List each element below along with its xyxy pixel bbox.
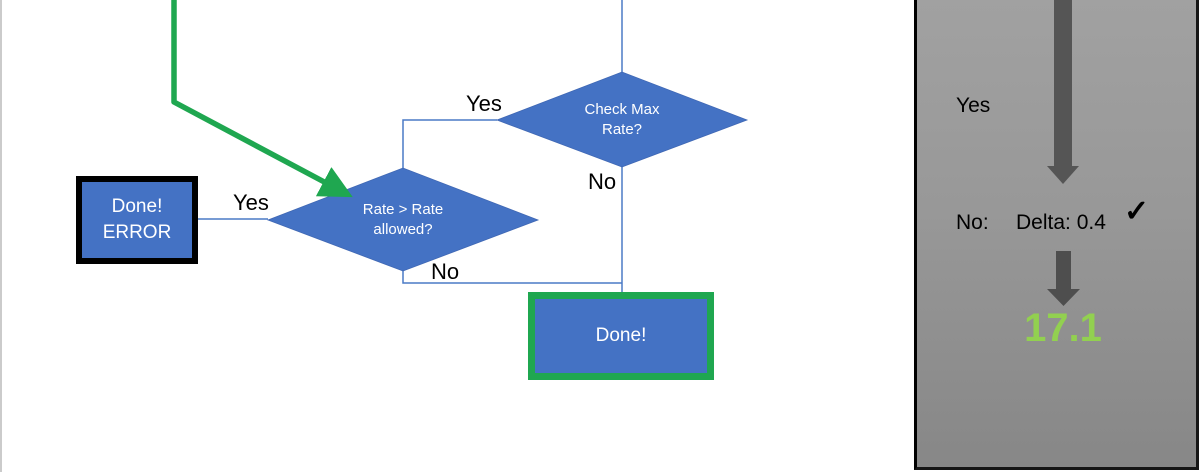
- down-arrow-head-top: [1047, 166, 1079, 184]
- rate-allowed-diamond: [266, 167, 540, 272]
- edge-label-rate-yes: Yes: [233, 190, 269, 215]
- down-arrow-shaft-top: [1054, 0, 1072, 167]
- rate-allowed-line2: allowed?: [373, 221, 433, 238]
- check-mark-icon: ✓: [1124, 195, 1150, 228]
- done-error-box: Done! ERROR: [76, 176, 198, 264]
- done-error-line2: ERROR: [102, 222, 172, 243]
- panel-yes-label: Yes: [956, 94, 991, 117]
- done-error-box-text: Done! ERROR: [103, 194, 172, 245]
- edge-label-rate-no: No: [431, 259, 460, 284]
- panel-result-value: 17.1: [1024, 306, 1102, 350]
- connector-check-max-yes: [402, 119, 497, 168]
- flowchart-graphic: [171, 0, 749, 292]
- done-error-line1: Done!: [111, 196, 163, 218]
- panel-no-label: No:: [956, 211, 989, 234]
- edge-label-check-max-yes: Yes: [466, 91, 502, 116]
- panel-delta-value: Delta: 0.4: [1016, 211, 1106, 234]
- edge-label-check-max-no: No: [588, 169, 617, 194]
- check-max-rate-line2: Rate?: [601, 121, 643, 138]
- check-max-rate-diamond-text: Check Max Rate?: [547, 100, 697, 140]
- rate-allowed-line1: Rate > Rate: [362, 201, 444, 218]
- slide-left-edge-line: [0, 0, 2, 472]
- done-box-text: Done!: [595, 325, 647, 347]
- check-max-rate-diamond: [495, 71, 749, 168]
- down-arrow-shaft-bottom: [1056, 251, 1071, 290]
- done-box: Done!: [528, 292, 714, 380]
- down-arrow-head-bottom: [1047, 289, 1080, 306]
- check-max-rate-line1: Check Max: [584, 101, 660, 118]
- side-annotation-panel: Yes No: Delta: 0.4 ✓ 17.1: [914, 0, 1199, 470]
- connector-rate-no: [402, 271, 622, 284]
- rate-allowed-diamond-text: Rate > Rate allowed?: [328, 200, 478, 240]
- panel-arrows-graphic: [1047, 0, 1080, 306]
- green-path-arrow: [171, 0, 353, 198]
